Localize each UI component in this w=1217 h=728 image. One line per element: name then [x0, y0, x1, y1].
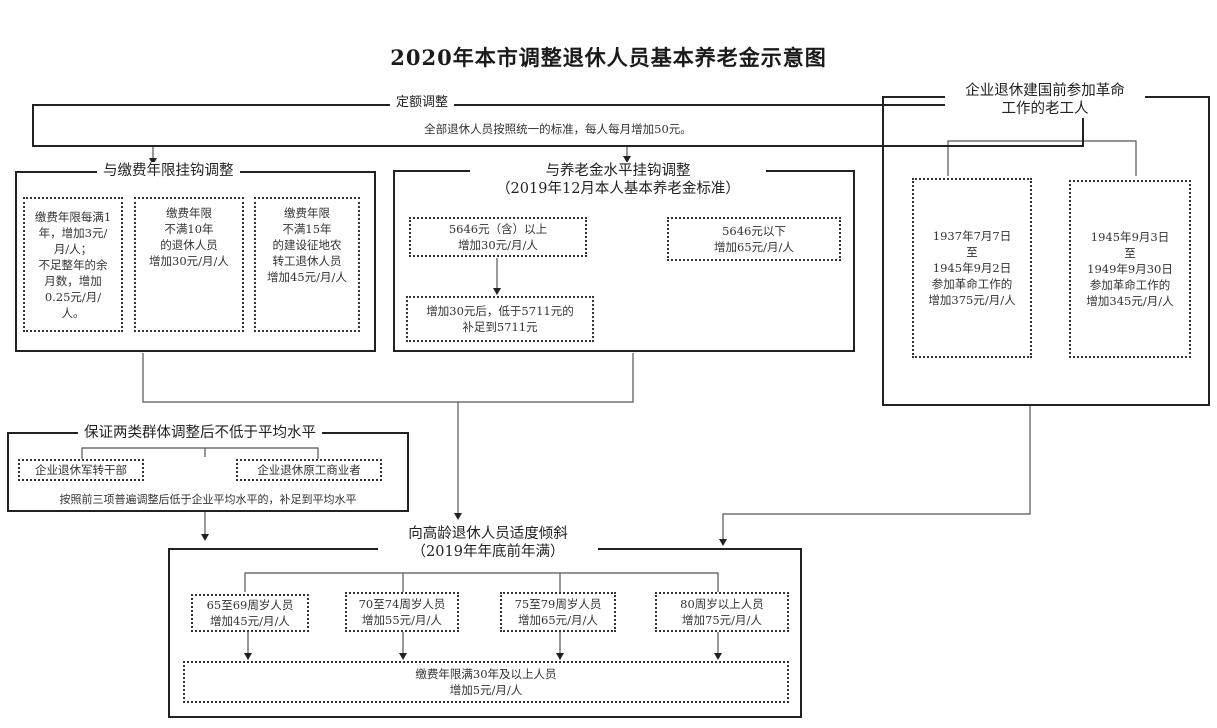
- veterans-bracket: [947, 140, 1137, 176]
- years-box-3: 缴费年限 不满15年 的建设征地农 转工退休人员 增加45元/月/人: [254, 197, 360, 332]
- elderly-age-80-plus: 80周岁以上人员 增加75元/月/人: [655, 592, 789, 632]
- guarantee-group-2: 企业退休原工商业者: [236, 459, 382, 481]
- elderly-age-75-79: 75至79周岁人员 增加65元/月/人: [500, 592, 616, 632]
- elderly-header: 向高龄退休人员适度倾斜 （2019年年底前年满）: [378, 525, 598, 561]
- fixed-adjustment-text: 全部退休人员按照统一的标准，每人每月增加50元。: [424, 122, 692, 136]
- guarantee-header: 保证两类群体调整后不低于平均水平: [78, 424, 322, 442]
- elderly-bracket: [244, 572, 719, 592]
- fixed-adjustment-header: 定额调整: [390, 94, 455, 112]
- arrow-veterans-to-elderly: [719, 406, 1031, 546]
- fixed-adjustment-box: [32, 104, 1084, 147]
- level-above-box: 5646元（含）以上 增加30元/月/人: [409, 217, 587, 257]
- elderly-age-70-74: 70至74周岁人员 增加55元/月/人: [345, 592, 459, 632]
- years-box-2: 缴费年限 不满10年 的退休人员 增加30元/月/人: [134, 197, 244, 332]
- elderly-age-65-69: 65至69周岁人员 增加45元/月/人: [191, 594, 309, 632]
- guarantee-note: 按照前三项普遍调整后低于企业平均水平的，补足到平均水平: [59, 493, 357, 506]
- elderly-extra-box: 缴费年限满30年及以上人员 增加5元/月/人: [183, 661, 789, 703]
- years-box-1: 缴费年限每满1 年，增加3元/ 月/人； 不足整年的余 月数，增加 0.25元/…: [23, 197, 123, 332]
- guarantee-bracket: [81, 447, 319, 460]
- level-linked-header: 与养老金水平挂钩调整 （2019年12月本人基本养老金标准）: [470, 162, 766, 198]
- years-linked-header: 与缴费年限挂钩调整: [97, 162, 240, 180]
- veterans-box-1: 1937年7月7日 至 1945年9月2日 参加革命工作的 增加375元/月/人: [912, 178, 1032, 358]
- veterans-box-2: 1945年9月3日 至 1949年9月30日 参加革命工作的 增加345元/月/…: [1069, 180, 1191, 358]
- page-title: 2020年本市调整退休人员基本养老金示意图: [390, 45, 827, 70]
- merge-line: [142, 353, 634, 403]
- guarantee-group-1: 企业退休军转干部: [18, 459, 144, 481]
- level-after-box: 增加30元后，低于5711元的 补足到5711元: [406, 296, 594, 342]
- level-below-box: 5646元以下 增加65元/月/人: [667, 217, 841, 261]
- veterans-header: 企业退休建国前参加革命 工作的老工人: [945, 82, 1145, 118]
